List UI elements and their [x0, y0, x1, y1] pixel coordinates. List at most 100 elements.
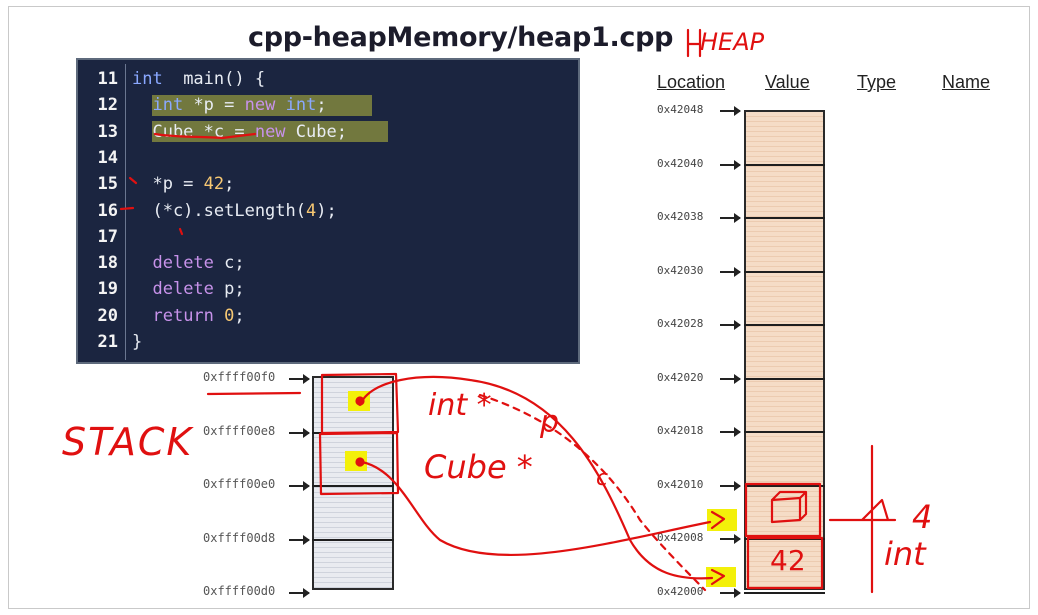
stack-box-c — [318, 431, 400, 496]
heap-address: 0x42040 — [657, 156, 704, 170]
code-text: } — [132, 329, 142, 355]
code-text: Cube *c = new Cube; — [132, 119, 347, 145]
heap-address-arrow — [720, 587, 741, 598]
type-value-4: 4 — [912, 498, 933, 536]
line-number: 14 — [97, 147, 118, 168]
heap-address: 0x42018 — [657, 424, 704, 437]
code-text: (*c).setLength(4); — [132, 198, 337, 224]
stack-address-arrow — [289, 534, 310, 545]
code-line: 16 (*c).setLength(4); — [78, 198, 578, 224]
code-token: } — [132, 332, 143, 352]
stack-box-p — [320, 372, 400, 435]
header-value: Value — [765, 72, 810, 92]
code-token: ); — [316, 200, 337, 221]
highlight-line-12 — [152, 95, 372, 116]
code-text: delete c; — [132, 250, 244, 276]
line-number: 21 — [97, 332, 118, 352]
heap-box-cube — [744, 482, 822, 538]
stack-address: 0xffff00d0 — [203, 584, 276, 598]
line-gutter — [125, 64, 126, 360]
heap-address: 0x42020 — [657, 370, 704, 384]
stack-address-arrow — [289, 374, 310, 384]
heap-box-int — [746, 536, 824, 590]
heap-address-arrow — [720, 213, 741, 223]
page-title: cpp-heapMemory/heap1.cpp — [248, 22, 674, 53]
code-token: ; — [234, 305, 245, 326]
heap-value-42: 42 — [770, 544, 806, 577]
heap-cell-divider — [744, 270, 825, 273]
code-text: int main() { — [132, 66, 265, 92]
stack-address: 0xffff00e8 — [203, 423, 276, 438]
code-token: (*c).setLength( — [132, 200, 306, 221]
code-token: ; — [224, 174, 235, 195]
heap-address: 0x42030 — [657, 263, 704, 277]
cube-pointer-label: Cube * — [424, 448, 533, 486]
c-label: c — [596, 466, 609, 491]
heap-address-arrow — [720, 266, 741, 277]
code-token: delete — [152, 279, 214, 300]
header-location: Location — [657, 72, 726, 92]
code-token: *p = — [132, 174, 204, 195]
slide-frame — [8, 6, 1030, 609]
heap-address-arrow — [720, 480, 741, 491]
code-token: return — [152, 305, 214, 326]
code-line: 17 — [78, 224, 578, 250]
type-bracket — [828, 444, 897, 594]
header-type: Type — [857, 72, 897, 92]
code-line: 20 return 0; — [78, 303, 578, 329]
code-line: 21} — [78, 329, 578, 355]
line-number: 18 — [97, 253, 118, 274]
code-token: main() { — [162, 69, 266, 89]
heap-cell-divider — [744, 324, 825, 326]
code-token: int — [152, 95, 184, 116]
heap-address-arrow — [720, 534, 741, 544]
heap-cell-divider — [744, 377, 825, 380]
strike-cube-line — [153, 132, 257, 140]
code-line: 18 delete c; — [78, 250, 578, 276]
line-number: 11 — [97, 69, 118, 89]
header-name: Name — [942, 72, 991, 92]
line-number: 15 — [97, 174, 118, 195]
code-line: 19 delete p; — [78, 276, 578, 302]
pointer-p-arrow — [358, 375, 714, 580]
heap-address: 0x42048 — [657, 103, 704, 116]
stack-cell-divider — [312, 538, 394, 541]
heap-label: HEAP — [700, 28, 765, 56]
type-int-label: int — [884, 535, 926, 573]
code-line: 11 int main() { — [78, 66, 578, 92]
line-number: 17 — [97, 226, 118, 247]
code-token: int — [132, 69, 163, 89]
code-line: 12 int *p = new int; — [78, 92, 578, 118]
pointer-c-arrow — [360, 460, 712, 557]
stack-memory-column — [312, 376, 394, 590]
stack-address: 0xffff00f0 — [203, 370, 276, 384]
heap-cell-divider — [744, 484, 825, 487]
cube-sketch — [770, 490, 808, 524]
heap-cell-divider — [744, 431, 825, 433]
dashed-curve — [478, 393, 707, 592]
code-line: 14 — [78, 145, 578, 171]
code-token: ; — [316, 95, 327, 116]
heap-cell-divider — [744, 217, 825, 219]
code-token: new — [254, 121, 286, 142]
p-label: p — [540, 405, 560, 440]
line-number: 19 — [97, 279, 118, 300]
code-text: int *p = new int; — [132, 92, 327, 118]
code-token: 42 — [203, 174, 225, 195]
heap-address-arrow — [720, 159, 741, 170]
code-token: int — [285, 95, 317, 116]
heap-address-arrow — [720, 427, 741, 437]
code-text: delete p; — [132, 276, 244, 302]
stack-address: 0xffff00e0 — [203, 477, 276, 491]
int-pointer-label: int * — [428, 388, 492, 423]
heap-address: 0x42008 — [657, 531, 704, 544]
code-token: Cube; — [285, 121, 347, 142]
heap-cell-divider — [744, 163, 825, 166]
stack-cell-divider — [312, 485, 394, 487]
heap-memory-column — [744, 110, 825, 590]
code-token: 4 — [306, 200, 317, 221]
code-token: *p = — [183, 95, 245, 116]
heap-address: 0x42028 — [657, 317, 704, 330]
